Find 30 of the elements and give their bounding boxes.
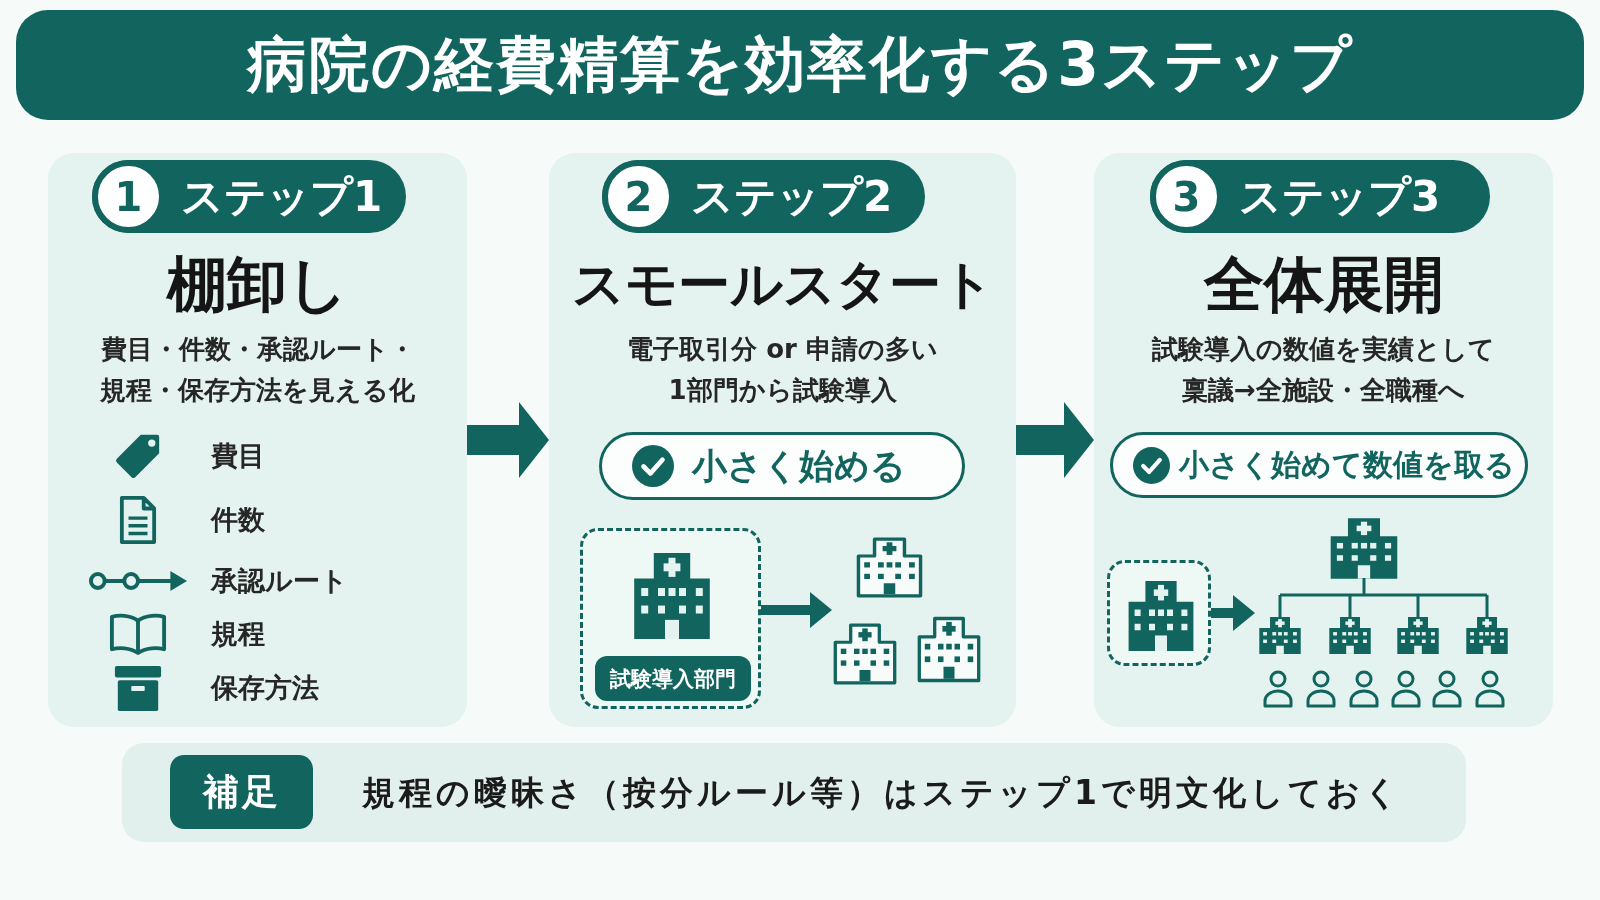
- step-description: 電子取引分 or 申請の多い1部門から試験導入: [626, 333, 939, 407]
- arrow: [1211, 595, 1255, 631]
- item-label: 規程: [211, 617, 265, 651]
- title-banner: 病院の経費精算を効率化する3ステップ: [16, 10, 1584, 120]
- department-tag: 試験導入部門: [595, 656, 751, 701]
- note-text: 規程の曖昧さ（按分ルール等）はステップ1で明文化しておく: [362, 772, 1402, 814]
- item-label: 承認ルート: [211, 564, 348, 598]
- step-heading: スモールスタート: [570, 253, 995, 316]
- step-heading: 棚卸し: [165, 248, 349, 321]
- item-label: 保存方法: [211, 671, 319, 705]
- note-band: [122, 743, 1466, 842]
- step-description: 試験導入の数値を実績として稟議→全施設・全職種へ: [1151, 333, 1496, 407]
- step-panel: [549, 153, 1016, 727]
- key-point-text: 小さく始める: [692, 445, 906, 488]
- step-panel: [48, 153, 467, 727]
- step-description: 費目・件数・承認ルート・規程・保存方法を見える化: [99, 333, 416, 407]
- step-label: ステップ2: [691, 171, 893, 223]
- arrow: [1016, 402, 1094, 478]
- step-label: ステップ3: [1239, 171, 1441, 223]
- step-heading: 全体展開: [1202, 248, 1445, 321]
- key-point-text: 小さく始めて数値を取る: [1179, 446, 1515, 484]
- pilot-frame: [580, 528, 761, 709]
- item-label: 費目: [211, 439, 265, 473]
- arrow: [761, 592, 832, 628]
- arrow: [467, 402, 549, 478]
- item-label: 件数: [211, 503, 265, 537]
- pilot-frame: [1107, 560, 1211, 666]
- note-tag: 補足: [170, 755, 313, 829]
- step-panel: [1094, 153, 1553, 727]
- step-label: ステップ1: [181, 171, 383, 223]
